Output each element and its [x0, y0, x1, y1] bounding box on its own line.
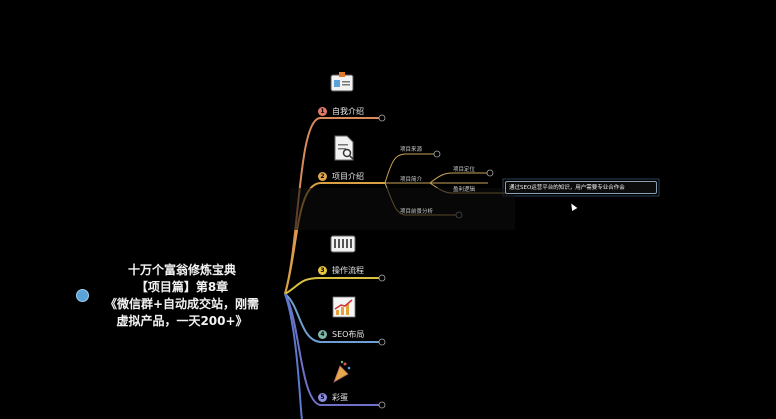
node-project-positioning[interactable]: 项目定位 [453, 167, 476, 173]
node-self-intro[interactable]: 自我介绍 [332, 107, 364, 116]
keyboard-icon [330, 235, 356, 253]
branch-line-3 [284, 277, 380, 295]
collapse-toggle-1[interactable] [378, 114, 386, 122]
node-number-3: 3 [318, 266, 327, 275]
node-project-intro[interactable]: 项目介绍 [332, 172, 364, 181]
node-number-2: 2 [318, 172, 327, 181]
node-project-source[interactable]: 项目来源 [400, 147, 423, 153]
collapse-toggle-positioning[interactable] [486, 169, 494, 177]
root-line-4: 虚拟产品，一天200+》 [116, 314, 248, 328]
document-search-icon [334, 135, 354, 161]
root-line-1: 十万个富翁修炼宝典 [127, 263, 236, 277]
branch-line-5 [284, 293, 380, 406]
node-seo-layout[interactable]: SEO布局 [332, 330, 365, 339]
growth-chart-icon [332, 296, 356, 318]
collapse-toggle-source[interactable] [433, 150, 441, 158]
node-easter-egg[interactable]: 彩蛋 [332, 393, 348, 402]
node-number-5: 5 [318, 393, 327, 402]
collapse-toggle-4[interactable] [378, 338, 386, 346]
node-number-1: 1 [318, 107, 327, 116]
branch-line-4 [284, 293, 380, 343]
root-topic[interactable]: 十万个富翁修炼宝典 【项目篇】第8章 《微信群+自动成交站，刚需 虚拟产品，一天… [92, 262, 272, 330]
node-tooltip: 通过SEO运营平台的知识，用户需要专业合作会 [505, 181, 657, 194]
sub-line-source [384, 153, 435, 184]
party-popper-icon [333, 360, 351, 383]
root-line-3: 《微信群+自动成交站，刚需 [104, 297, 260, 311]
node-core-logic[interactable]: 盈利逻辑 [453, 187, 476, 193]
lightbulb-icon [76, 289, 89, 302]
id-card-icon [330, 72, 354, 92]
root-line-2: 【项目篇】第8章 [135, 280, 229, 294]
collapse-toggle-3[interactable] [378, 274, 386, 282]
collapse-toggle-5[interactable] [378, 401, 386, 409]
node-number-4: 4 [318, 330, 327, 339]
node-market-analysis[interactable]: 项目前景分析 [400, 209, 434, 215]
node-project-brief[interactable]: 项目简介 [400, 177, 423, 183]
sub-line-positioning [429, 172, 490, 184]
dark-panel [290, 188, 515, 230]
node-operation-flow[interactable]: 操作流程 [332, 266, 364, 275]
tooltip-anchor [502, 178, 660, 197]
branch-line-6 [284, 293, 303, 419]
